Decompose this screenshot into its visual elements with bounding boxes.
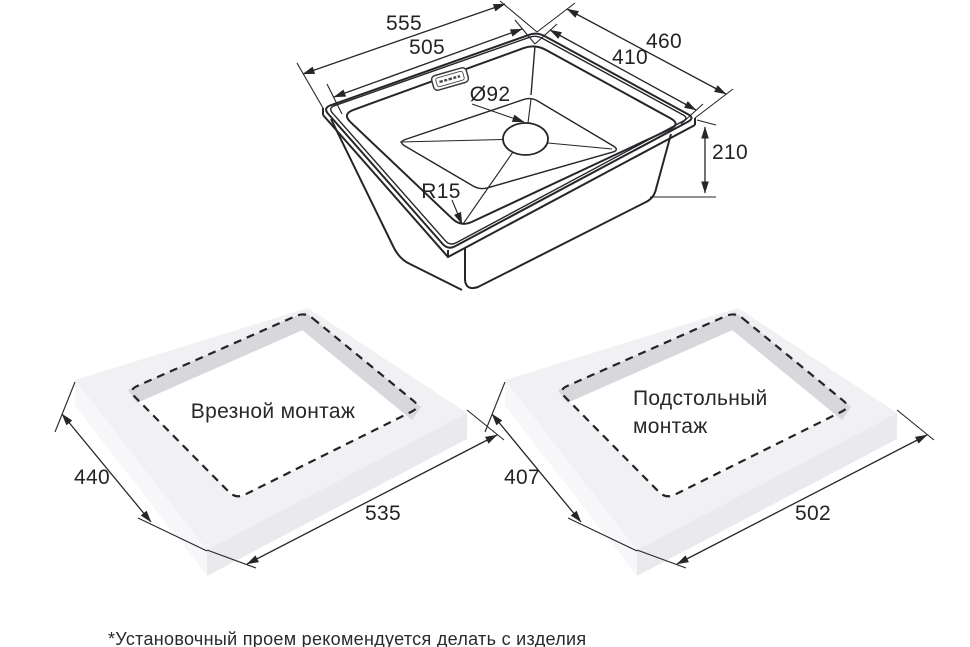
dim-label-opening-depth: 410: [612, 46, 648, 69]
extension-line: [499, 0, 538, 33]
extension-line: [326, 83, 343, 115]
corner-radius-leader-line: [451, 199, 463, 225]
sink-rim-outer-edge: [325, 32, 693, 249]
dim-label-undermount-cutout-width: 502: [795, 502, 831, 525]
dim-label-outer-width: 555: [386, 12, 422, 35]
sink-bowl-bottom: [400, 97, 618, 190]
sink-bowl-opening: [345, 45, 677, 225]
extension-line: [694, 88, 734, 119]
mount-option-inset: Врезной монтаж 440 535: [55, 308, 504, 576]
extension-line: [296, 62, 324, 109]
dim-label-outer-depth: 460: [646, 30, 682, 53]
drain-diameter-leader-line: [471, 103, 525, 123]
dim-label-undermount-cutout-depth: 407: [504, 466, 540, 489]
dim-label-corner-radius: R15: [421, 180, 460, 203]
opening-width-dimension-line: [333, 28, 523, 98]
extension-line: [536, 2, 576, 33]
dim-label-bowl-height: 210: [712, 141, 748, 164]
sink-body-left-edge: [330, 118, 463, 291]
extension-line: [680, 103, 704, 125]
sink-rim-side-face: [322, 108, 696, 259]
extension-line: [534, 23, 558, 45]
dim-label-inset-cutout-width: 535: [365, 502, 401, 525]
sink-body-right-edge: [464, 133, 672, 290]
drain-hole: [502, 122, 549, 156]
opening-depth-dimension-line: [549, 29, 697, 111]
extension-line: [696, 119, 717, 126]
dim-label-inset-cutout-depth: 440: [74, 466, 110, 489]
sink-bowl-far-corner-edge: [530, 45, 536, 96]
mount-type-label-undermount-line2: монтаж: [633, 415, 708, 438]
dim-label-opening-width: 505: [409, 36, 445, 59]
sink-bottom-slope-creases: [399, 98, 613, 225]
extension-line: [514, 19, 536, 45]
sink-isometric-view: 555 505 460 410 210 Ø92 R15: [296, 0, 748, 291]
mount-option-undermount: Подстольный монтаж 407 502: [485, 308, 934, 576]
mount-type-label-inset: Врезной монтаж: [191, 400, 355, 423]
dim-label-drain-diameter: Ø92: [470, 83, 511, 106]
sink-rim-inner-edge: [330, 35, 687, 245]
installation-footnote: *Установочный проем рекомендуется делать…: [108, 629, 586, 647]
mount-type-label-undermount-line1: Подстольный: [633, 387, 768, 410]
